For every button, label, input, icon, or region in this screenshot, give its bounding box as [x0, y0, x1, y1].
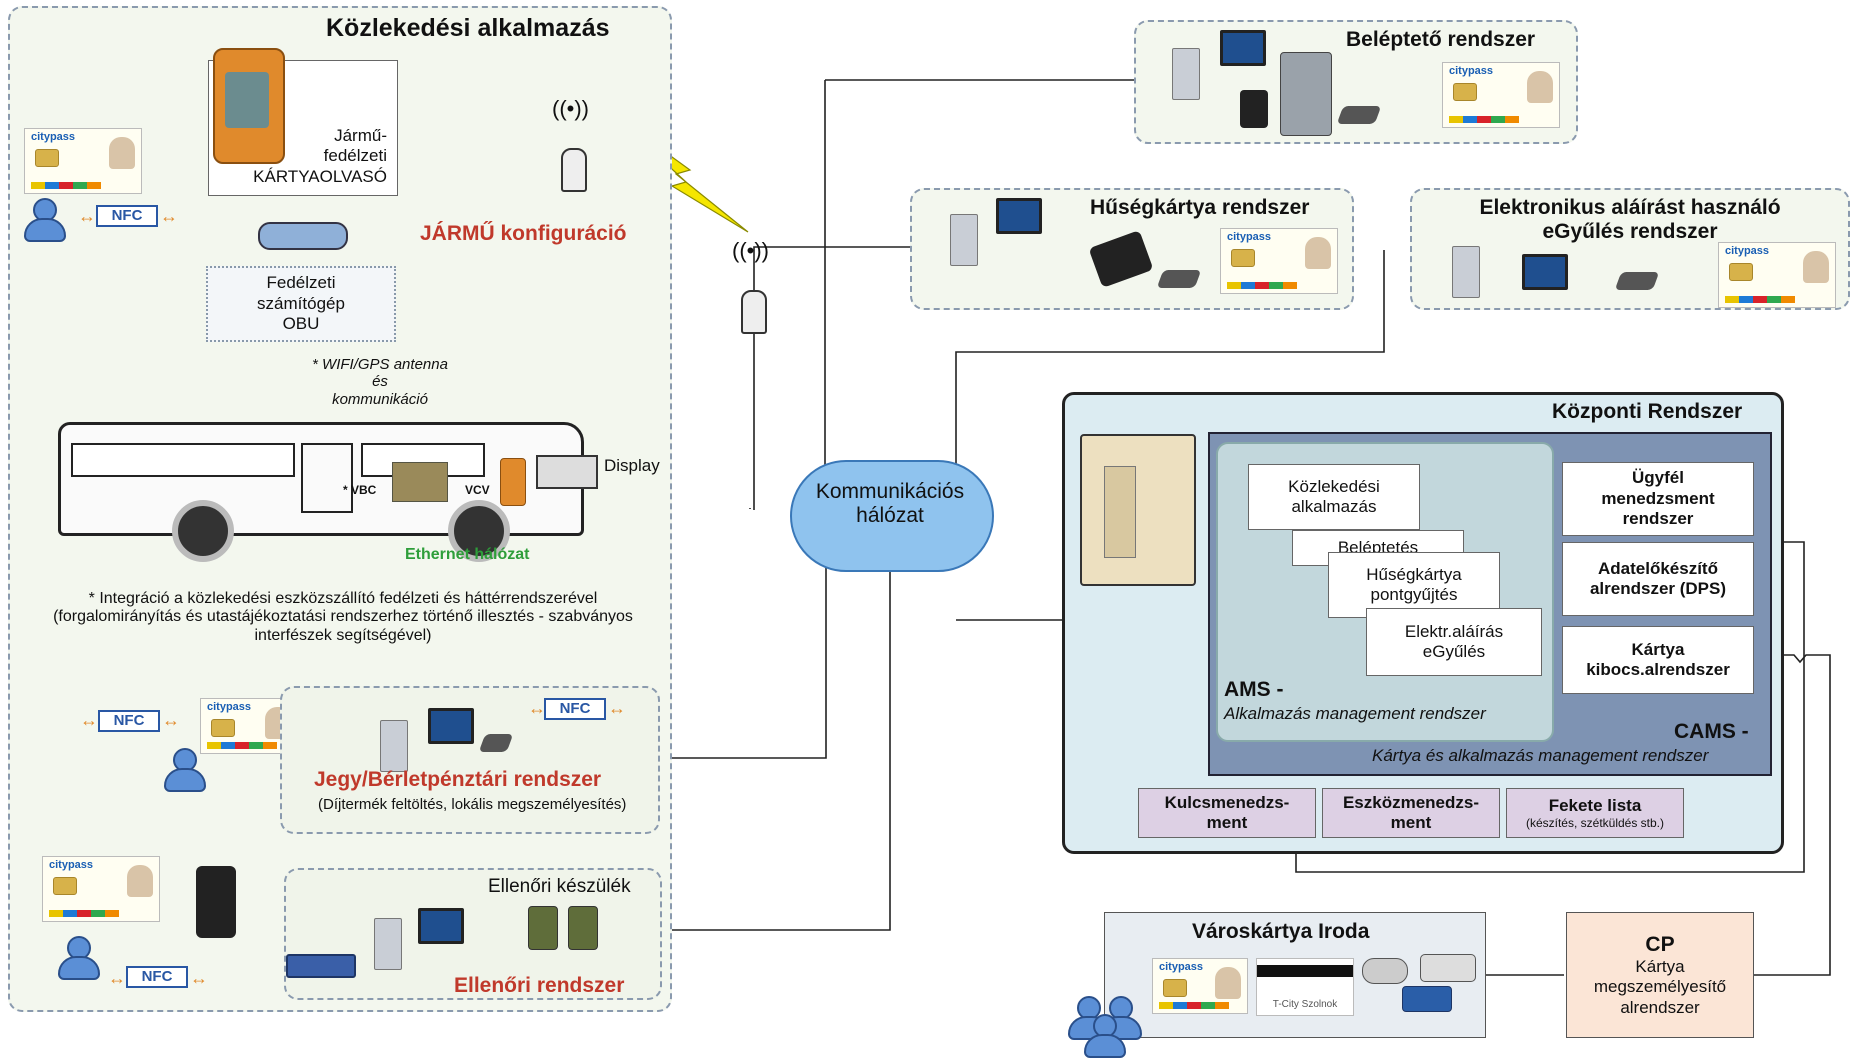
- card-issuing-box: Kártya kibocs.alrendszer: [1562, 626, 1754, 694]
- server-icon: [1172, 48, 1200, 100]
- monitor-icon: [428, 708, 474, 744]
- card-reader-label: Jármű- fedélzeti KÁRTYAOLVASÓ: [253, 125, 387, 186]
- user-icon: [22, 198, 66, 242]
- network-cloud: [790, 460, 994, 572]
- arrow-icon: ↔: [528, 698, 546, 718]
- citypass-card: citypass: [24, 128, 142, 194]
- card-printer-icon: [1420, 954, 1476, 982]
- webcam-icon: [1362, 958, 1408, 984]
- inspector-panel: [284, 868, 662, 1000]
- tcity-card-icon: T-City Szolnok: [1256, 958, 1354, 1016]
- wifi-note: * WIFI/GPS antenna és kommunikáció: [312, 356, 448, 408]
- nfc-badge: NFC: [544, 698, 606, 720]
- handheld-device-icon: [196, 866, 236, 938]
- inspector-system-title: Ellenőri rendszer: [454, 974, 625, 997]
- onboard-reader-icon: [500, 458, 526, 506]
- inspector-device-label: Ellenőri készülék: [488, 876, 631, 897]
- citypass-card: citypass: [1220, 228, 1338, 294]
- bus-connector-icon: [258, 222, 348, 250]
- cams-subtitle: Kártya és alkalmazás management rendszer: [1372, 746, 1709, 765]
- user-icon: [162, 748, 206, 792]
- turnstile-icon: [1280, 52, 1332, 136]
- server-rack-icon: [1080, 434, 1196, 586]
- monitor-icon: [996, 198, 1042, 234]
- network-label: Kommunikációs hálózat: [815, 480, 965, 528]
- ams-app-transport: Közlekedési alkalmazás: [1248, 464, 1420, 530]
- arrow-icon: ↔: [162, 710, 180, 730]
- vehicle-config-label: JÁRMŰ konfiguráció: [420, 222, 627, 245]
- citypass-card: citypass: [1442, 62, 1560, 128]
- loyalty-system-title: Hűségkártya rendszer: [1090, 196, 1310, 219]
- arrow-icon: ↔: [108, 968, 126, 988]
- handheld-dock-icon: [528, 906, 558, 950]
- city-card-office-title: Városkártya Iroda: [1192, 920, 1370, 943]
- antenna-icon: [741, 290, 767, 334]
- server-icon: [374, 918, 402, 970]
- arrow-icon: ↔: [608, 698, 626, 718]
- server-icon: [950, 214, 978, 266]
- nfc-badge: NFC: [126, 966, 188, 988]
- ams-app-esign: Elektr.aláírás eGyűlés: [1366, 608, 1542, 676]
- users-group-icon: [1082, 1014, 1126, 1058]
- central-system-title: Központi Rendszer: [1552, 400, 1743, 423]
- vcv-label: VCV: [465, 483, 490, 497]
- monitor-icon: [418, 908, 464, 944]
- wheel-icon: [448, 500, 510, 562]
- ethernet-label: Ethernet hálózat: [405, 546, 530, 563]
- signal-icon: ((•)): [732, 238, 770, 263]
- server-icon: [380, 720, 408, 772]
- arrow-icon: ↔: [190, 968, 208, 988]
- dps-box: Adatelőkészítő alrendszer (DPS): [1562, 542, 1754, 616]
- ams-subtitle: Alkalmazás management rendszer: [1224, 704, 1486, 723]
- tcity-card-label: T-City Szolnok: [1272, 999, 1338, 1010]
- card-printer-icon: [1402, 986, 1452, 1012]
- cp-box: CP Kártya megszemélyesítő alrendszer: [1566, 912, 1754, 1038]
- handheld-dock-icon: [568, 906, 598, 950]
- citypass-card: citypass: [1718, 242, 1836, 308]
- card-reader-device-icon: [213, 48, 285, 164]
- vbc-device-icon: [392, 462, 448, 502]
- arrow-icon: ↔: [160, 206, 178, 226]
- cp-desc: Kártya megszemélyesítő alrendszer: [1593, 957, 1727, 1017]
- signal-icon: ((•)): [552, 96, 590, 121]
- server-icon: [1452, 246, 1480, 298]
- wheel-icon: [172, 500, 234, 562]
- ams-title: AMS -: [1224, 678, 1284, 701]
- key-management-box: Kulcsmenedzs- ment: [1138, 788, 1316, 838]
- device-management-box: Eszközmenedzs- ment: [1322, 788, 1500, 838]
- display-icon: [536, 455, 598, 489]
- access-system-title: Beléptető rendszer: [1346, 28, 1536, 51]
- nfc-badge: NFC: [96, 205, 158, 227]
- transport-title: Közlekedési alkalmazás: [326, 14, 610, 42]
- citypass-card: citypass: [42, 856, 160, 922]
- user-icon: [56, 936, 100, 980]
- vbc-label: * VBC: [343, 483, 377, 497]
- blacklist-box: Fekete lista (készítés, szétküldés stb.): [1506, 788, 1684, 838]
- integration-note: * Integráció a közlekedési eszközszállít…: [53, 590, 633, 644]
- monitor-icon: [1522, 254, 1568, 290]
- monitor-icon: [1220, 30, 1266, 66]
- keypad-icon: [1240, 90, 1268, 128]
- arrow-icon: ↔: [78, 206, 96, 226]
- ticket-system-subtitle: (Díjtermék feltöltés, lokális megszemély…: [318, 796, 627, 813]
- card-reader-icon: [1156, 270, 1202, 288]
- customer-management-box: Ügyfél menedzsment rendszer: [1562, 462, 1754, 536]
- card-reader-icon: [1336, 106, 1382, 124]
- nfc-badge: NFC: [98, 710, 160, 732]
- arrow-icon: ↔: [80, 710, 98, 730]
- display-label: Display: [604, 456, 660, 475]
- esign-system-title: Elektronikus aláírást használó eGyűlés r…: [1479, 196, 1781, 244]
- citypass-card: citypass: [1152, 958, 1248, 1014]
- ams-app-loyalty: Hűségkártya pontgyűjtés: [1328, 552, 1500, 618]
- obu-box: Fedélzeti számítógép OBU: [206, 266, 396, 342]
- card-reader-icon: [1614, 272, 1660, 290]
- cp-title: CP: [1645, 932, 1675, 956]
- antenna-icon: [561, 148, 587, 192]
- router-icon: [286, 954, 356, 978]
- ticket-system-title: Jegy/Bérletpénztári rendszer: [314, 768, 602, 791]
- cams-title: CAMS -: [1674, 720, 1749, 743]
